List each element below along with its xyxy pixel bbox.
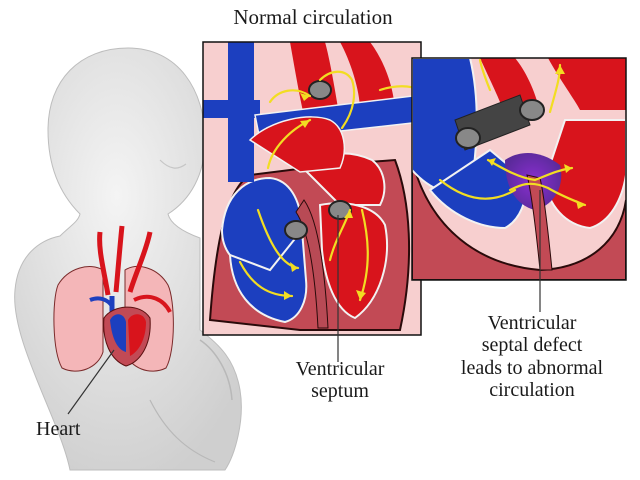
vsd-line-2: septal defect <box>481 334 583 357</box>
vsd-line-4: circulation <box>489 379 575 402</box>
vsd-line-3: leads to abnormal <box>460 356 604 379</box>
ventricular-septum-label: Ventricular septum <box>270 358 410 403</box>
small-heart <box>89 225 172 367</box>
vsd-line-1: Ventricular <box>487 312 577 334</box>
diagram-title: Normal circulation <box>233 5 393 29</box>
normal-circulation-panel <box>202 41 422 336</box>
vsd-label: Ventricular septal defect leads to abnor… <box>432 312 632 402</box>
heart-label: Heart <box>36 418 81 440</box>
ventricular-septum-line-1: Ventricular <box>295 358 385 380</box>
ventricular-septum-line-2: septum <box>311 380 369 403</box>
heart-leader-line <box>67 349 115 415</box>
vsd-panel <box>411 57 627 281</box>
